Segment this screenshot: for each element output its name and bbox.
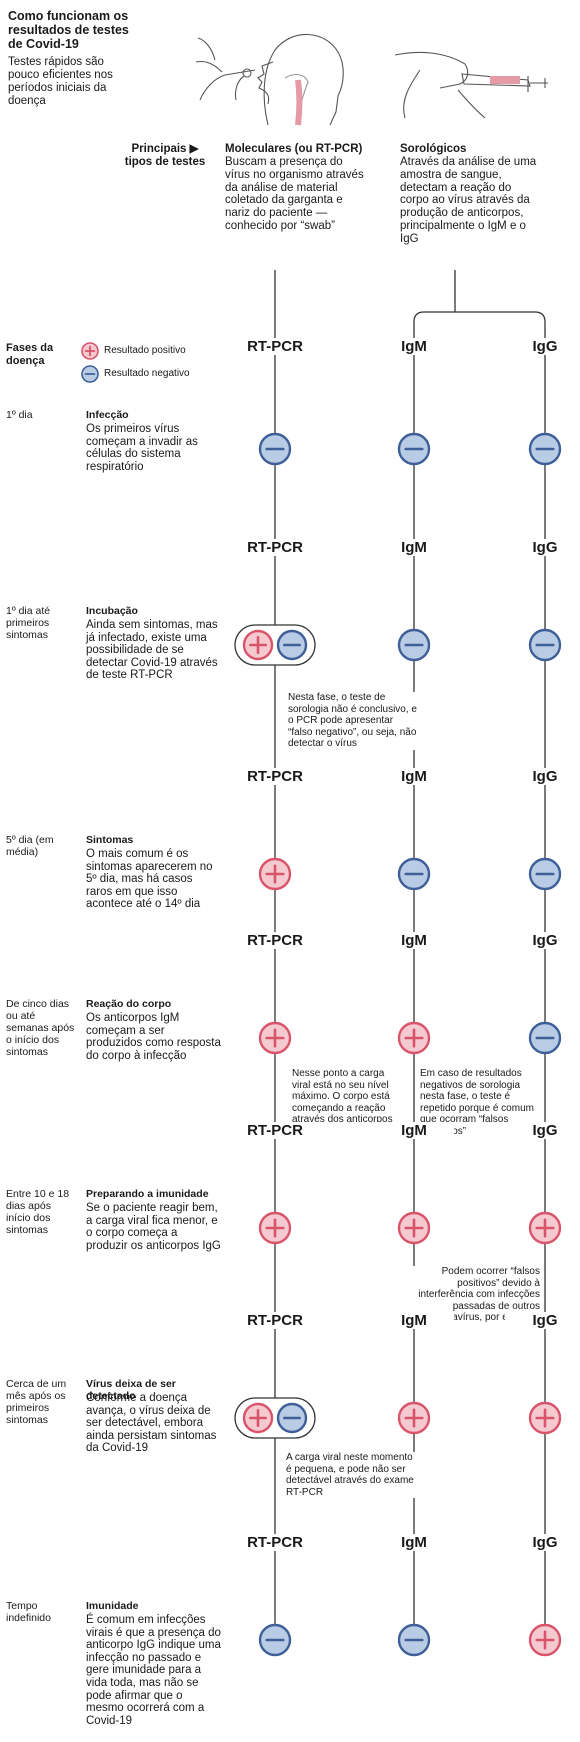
column-header-igg: IgG <box>505 932 580 949</box>
phase-when: Tempo indefinido <box>6 1600 51 1624</box>
phase-note: Nesse ponto a carga viral está no seu ní… <box>292 1068 402 1126</box>
column-header-igg: IgG <box>505 1122 580 1139</box>
positive-result-icon <box>242 629 274 661</box>
phase-description: O mais comum é os sintomas aparecerem no… <box>86 848 213 911</box>
negative-result-icon <box>528 1021 562 1055</box>
positive-result-icon <box>397 1021 431 1055</box>
phase-title: Incubação <box>86 605 138 617</box>
column-header-igm: IgM <box>374 539 454 556</box>
column-header-rtpcr: RT-PCR <box>235 768 315 785</box>
phase-note: A carga viral neste momento é pequena, e… <box>286 1452 416 1498</box>
swab-illustration <box>195 33 344 126</box>
legend-negative-label: Resultado negativo <box>104 368 190 379</box>
phase-description: Ainda sem sintomas, mas já infectado, ex… <box>86 619 218 682</box>
column-header-rtpcr: RT-PCR <box>235 1534 315 1551</box>
positive-result-icon <box>528 1401 562 1435</box>
phase-title: Imunidade <box>86 1600 139 1612</box>
column-header-rtpcr: RT-PCR <box>235 932 315 949</box>
legend-positive-icon <box>81 342 99 360</box>
negative-result-icon <box>528 628 562 662</box>
positive-result-icon <box>528 1211 562 1245</box>
negative-result-icon <box>397 628 431 662</box>
negative-result-icon <box>397 432 431 466</box>
phase-when: De cinco dias ou até semanas após o iníc… <box>6 998 75 1058</box>
serologic-test-block: Sorológicos Através da análise de uma am… <box>400 143 540 246</box>
serologic-bracket <box>413 270 546 328</box>
phase-description: Os primeiros vírus começam a invadir as … <box>86 423 198 473</box>
legend-negative-icon <box>81 365 99 383</box>
negative-result-icon <box>528 857 562 891</box>
column-header-igm: IgM <box>374 1312 454 1329</box>
test-types-label: Principais ▶ tipos de testes <box>124 143 206 168</box>
phase-description: Os anticorpos IgM começam a ser produzid… <box>86 1012 221 1062</box>
column-header-igm: IgM <box>374 1122 454 1139</box>
negative-result-icon <box>397 857 431 891</box>
positive-result-icon <box>258 857 292 891</box>
negative-result-icon <box>528 432 562 466</box>
phase-title: Preparando a imunidade <box>86 1188 209 1200</box>
phases-heading: Fases da doença <box>6 342 54 367</box>
column-header-rtpcr: RT-PCR <box>235 539 315 556</box>
column-header-igm: IgM <box>374 932 454 949</box>
phase-description: Conforme a doença avança, o vírus deixa … <box>86 1392 217 1455</box>
column-header-igg: IgG <box>505 539 580 556</box>
column-header-igm: IgM <box>374 768 454 785</box>
phase-when: 1º dia até primeiros sintomas <box>6 605 51 641</box>
serologic-test-title: Sorológicos <box>400 143 467 155</box>
phase-title: Sintomas <box>86 834 134 846</box>
column-header-rtpcr: RT-PCR <box>235 338 315 355</box>
phase-when: Entre 10 e 18 dias após início dos sinto… <box>6 1188 70 1236</box>
phase-title: Infecção <box>86 409 129 421</box>
negative-result-icon <box>258 1623 292 1657</box>
phase-when: Cerca de um mês após os primeiros sintom… <box>6 1378 67 1426</box>
phase-title: Reação do corpo <box>86 998 172 1010</box>
column-header-igm: IgM <box>374 1534 454 1551</box>
phase-when: 1º dia <box>6 409 33 421</box>
page-subtitle: Testes rápidos são pouco eficientes nos … <box>8 56 113 107</box>
phase-description: Se o paciente reagir bem, a carga viral … <box>86 1202 221 1252</box>
negative-result-icon <box>276 629 308 661</box>
column-header-igm: IgM <box>374 338 454 355</box>
column-header-igg: IgG <box>505 1312 580 1329</box>
column-header-igg: IgG <box>505 338 580 355</box>
phase-when: 5º dia (em média) <box>6 834 54 858</box>
positive-result-icon <box>258 1021 292 1055</box>
column-header-rtpcr: RT-PCR <box>235 1312 315 1329</box>
phase-title: Vírus deixa de ser detectado <box>86 1378 176 1402</box>
negative-result-icon <box>397 1623 431 1657</box>
negative-result-icon <box>258 432 292 466</box>
phase-description: É comum em infecções virais é que a pres… <box>86 1614 221 1727</box>
column-header-igg: IgG <box>505 768 580 785</box>
positive-result-icon <box>397 1211 431 1245</box>
positive-result-icon <box>242 1402 274 1434</box>
column-header-igg: IgG <box>505 1534 580 1551</box>
syringe-illustration <box>394 51 548 119</box>
positive-result-icon <box>528 1623 562 1657</box>
molecular-test-title: Moleculares (ou RT-PCR) <box>225 143 363 155</box>
page-title: Como funcionam os resultados de testes d… <box>8 9 129 51</box>
molecular-test-description: Buscam a presença do vírus no organismo … <box>225 156 364 232</box>
column-header-rtpcr: RT-PCR <box>235 1122 315 1139</box>
legend-positive-label: Resultado positivo <box>104 345 186 356</box>
positive-result-icon <box>397 1401 431 1435</box>
positive-result-icon <box>258 1211 292 1245</box>
molecular-test-block: Moleculares (ou RT-PCR) Buscam a presenç… <box>225 143 365 233</box>
negative-result-icon <box>276 1402 308 1434</box>
serologic-test-description: Através da análise de uma amostra de san… <box>400 156 537 245</box>
phase-note: Nesta fase, o teste de sorologia não é c… <box>288 692 418 750</box>
